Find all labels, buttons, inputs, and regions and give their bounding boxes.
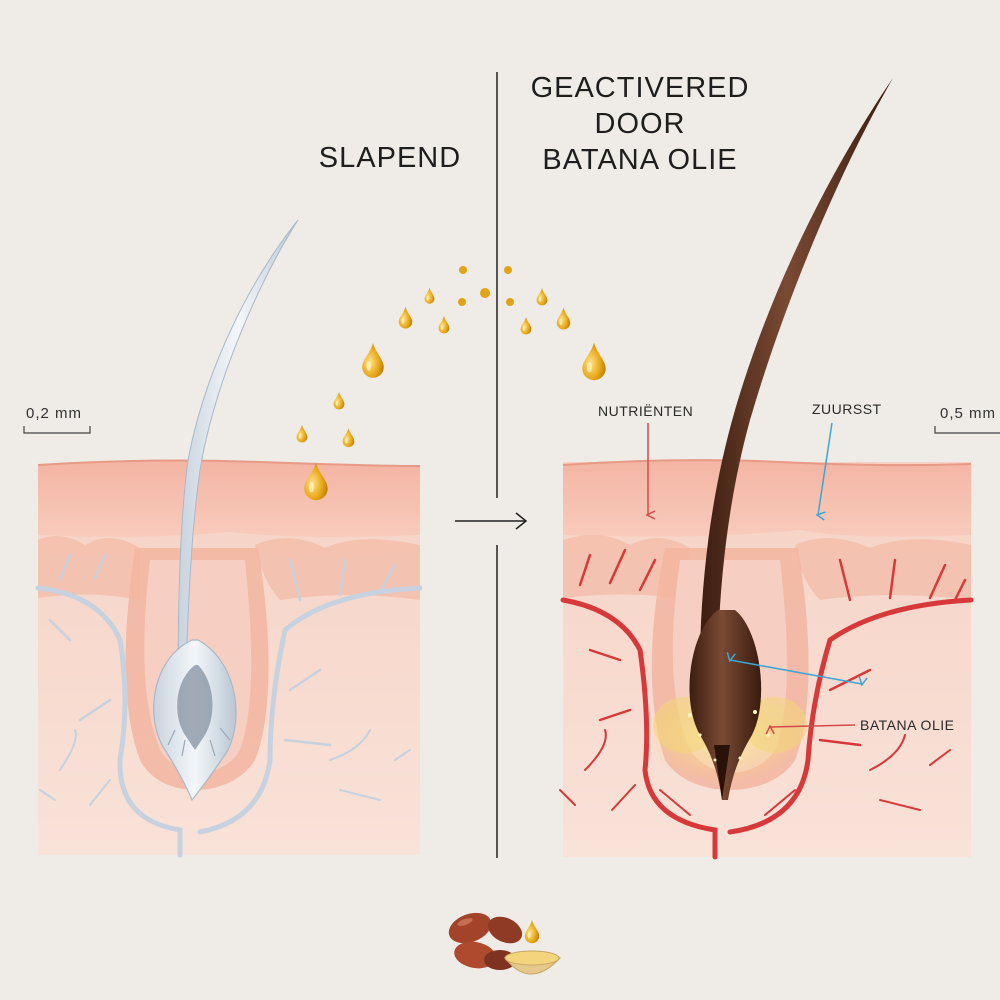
- oil-bowl-icon: [503, 920, 562, 975]
- oil-drop-icon: [398, 306, 413, 329]
- oil-drop-icon: [333, 392, 345, 410]
- activated-title-line-3: BATANA OLIE: [542, 144, 738, 176]
- scale-label-right: 0,5 mm: [940, 405, 997, 422]
- oil-drop-icon: [556, 307, 571, 330]
- batana-oil-label: BATANA OLIE: [860, 717, 955, 733]
- activated-title-line-1: GEACTIVERED: [530, 72, 750, 104]
- oil-drop-icon: [296, 425, 308, 443]
- dormant-vessels: [35, 553, 423, 858]
- oil-dot: [480, 288, 490, 298]
- dormant-title: SLAPEND: [318, 142, 462, 174]
- oil-drop-icon: [536, 288, 548, 306]
- nutrients-label: NUTRIËNTEN: [598, 403, 694, 419]
- oil-dot: [459, 266, 467, 274]
- oil-dot: [504, 266, 512, 274]
- oil-dot: [458, 298, 466, 306]
- oil-drop-icon: [520, 317, 532, 335]
- oil-drops-arc: [296, 266, 606, 501]
- oil-drop-icon: [342, 428, 355, 448]
- dormant-hair: [153, 219, 299, 802]
- oil-drop-icon: [582, 342, 606, 381]
- activated-title-line-2: DOOR: [594, 108, 686, 140]
- oil-drop-icon: [362, 343, 384, 378]
- oil-drop-icon: [524, 920, 540, 944]
- batana-nuts-icon: [448, 912, 523, 970]
- oxygen-arrow: [818, 422, 833, 515]
- activated-title: GEACTIVERED DOOR BATANA OLIE: [520, 70, 760, 178]
- batana-oil-arrow: [770, 724, 856, 727]
- exchange-arrow: [730, 660, 862, 684]
- scale-label-left: 0,2 mm: [26, 405, 83, 422]
- scale-bar-right: [934, 426, 1000, 434]
- arrow-right-icon: [455, 512, 528, 530]
- oil-drop-icon: [438, 316, 450, 334]
- scale-bar-left: [23, 426, 91, 434]
- annotation-arrows: [648, 422, 862, 727]
- oil-dot: [506, 298, 514, 306]
- oil-drop-icon: [424, 287, 435, 304]
- oxygen-label: ZUURSST: [812, 401, 882, 417]
